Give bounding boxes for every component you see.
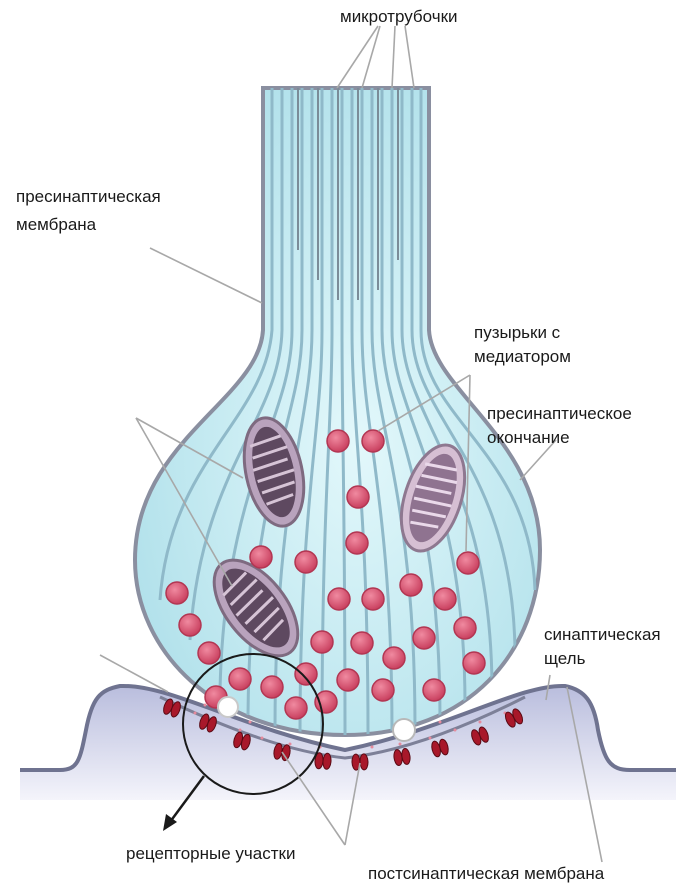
vesicle bbox=[166, 582, 188, 604]
label-vesicles-line1: пузырьки с bbox=[474, 322, 560, 344]
label-presynaptic-membrane-line1: пресинаптическая bbox=[16, 186, 161, 208]
label-postsynaptic-membrane: постсинаптическая мембрана bbox=[368, 863, 604, 885]
vesicle bbox=[362, 588, 384, 610]
vesicle bbox=[454, 617, 476, 639]
vesicle bbox=[261, 676, 283, 698]
vesicle bbox=[315, 691, 337, 713]
vesicle bbox=[198, 642, 220, 664]
label-receptor-sites: рецепторные участки bbox=[126, 843, 295, 865]
vesicle bbox=[295, 663, 317, 685]
vesicle bbox=[362, 430, 384, 452]
vesicle bbox=[179, 614, 201, 636]
vesicle bbox=[383, 647, 405, 669]
fusing-vesicle-right bbox=[393, 719, 415, 741]
vesicle bbox=[285, 697, 307, 719]
label-vesicles-line2: медиатором bbox=[474, 346, 571, 368]
label-presynaptic-membrane-line2: мембрана bbox=[16, 214, 96, 236]
vesicle bbox=[328, 588, 350, 610]
vesicle bbox=[346, 532, 368, 554]
vesicle bbox=[327, 430, 349, 452]
vesicle bbox=[423, 679, 445, 701]
label-microtubules: микротрубочки bbox=[340, 6, 458, 28]
vesicle bbox=[413, 627, 435, 649]
label-presynaptic-ending-line2: окончание bbox=[487, 427, 570, 449]
fusing-vesicle-left bbox=[218, 697, 238, 717]
vesicle bbox=[457, 552, 479, 574]
vesicle bbox=[250, 546, 272, 568]
label-synaptic-cleft-line2: щель bbox=[544, 648, 585, 670]
vesicle bbox=[229, 668, 251, 690]
vesicle bbox=[351, 632, 373, 654]
vesicle bbox=[337, 669, 359, 691]
label-synaptic-cleft-line1: синаптическая bbox=[544, 624, 661, 646]
label-presynaptic-ending-line1: пресинаптическое bbox=[487, 403, 632, 425]
vesicle bbox=[434, 588, 456, 610]
vesicle bbox=[347, 486, 369, 508]
vesicle bbox=[311, 631, 333, 653]
vesicle bbox=[372, 679, 394, 701]
vesicle bbox=[400, 574, 422, 596]
vesicle bbox=[295, 551, 317, 573]
vesicle bbox=[463, 652, 485, 674]
